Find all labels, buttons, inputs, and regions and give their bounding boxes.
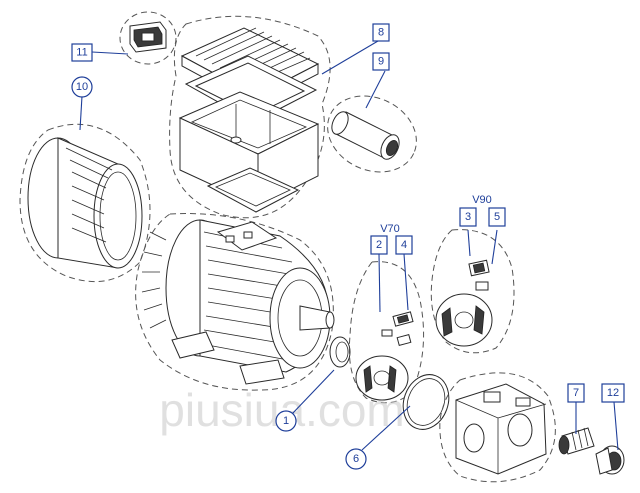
part-rotor-v70	[348, 261, 425, 404]
leader-lines	[79, 40, 619, 451]
group-label-v90: V90	[472, 194, 492, 206]
callout-5-label: 5	[494, 211, 500, 223]
callout-10: 10	[71, 76, 93, 98]
part-switch	[119, 11, 177, 65]
callout-12: 12	[601, 383, 625, 403]
part-seal	[329, 336, 351, 368]
callout-4-label: 4	[401, 239, 407, 251]
part-motor	[135, 213, 335, 391]
callout-9: 9	[372, 52, 390, 71]
group-label-v70: V70	[380, 223, 400, 235]
callout-7: 7	[567, 383, 585, 403]
part-fan-cover	[19, 123, 151, 282]
callout-1-label: 1	[283, 415, 289, 427]
callout-11: 11	[71, 43, 93, 62]
callout-2: 2	[370, 235, 388, 255]
part-bypass-valve	[558, 427, 595, 455]
callout-9-label: 9	[378, 56, 384, 68]
callout-1: 1	[275, 410, 297, 432]
callout-12-label: 12	[607, 387, 619, 399]
callout-8-label: 8	[378, 27, 384, 39]
callout-10-label: 10	[76, 81, 88, 93]
callout-3-label: 3	[465, 211, 471, 223]
callout-11-label: 11	[76, 47, 87, 59]
part-rotor-v90	[430, 229, 515, 354]
callout-2-label: 2	[376, 239, 382, 251]
callout-8: 8	[372, 23, 390, 42]
part-pump-housing	[439, 372, 556, 483]
callout-6: 6	[345, 448, 367, 470]
callout-3: 3	[459, 207, 477, 227]
callout-6-label: 6	[353, 453, 359, 465]
callout-5: 5	[488, 207, 506, 227]
callout-4: 4	[395, 235, 413, 255]
part-cap	[595, 445, 625, 475]
part-capacitor	[327, 95, 417, 173]
part-terminal-box	[169, 15, 331, 219]
callout-7-label: 7	[573, 387, 579, 399]
